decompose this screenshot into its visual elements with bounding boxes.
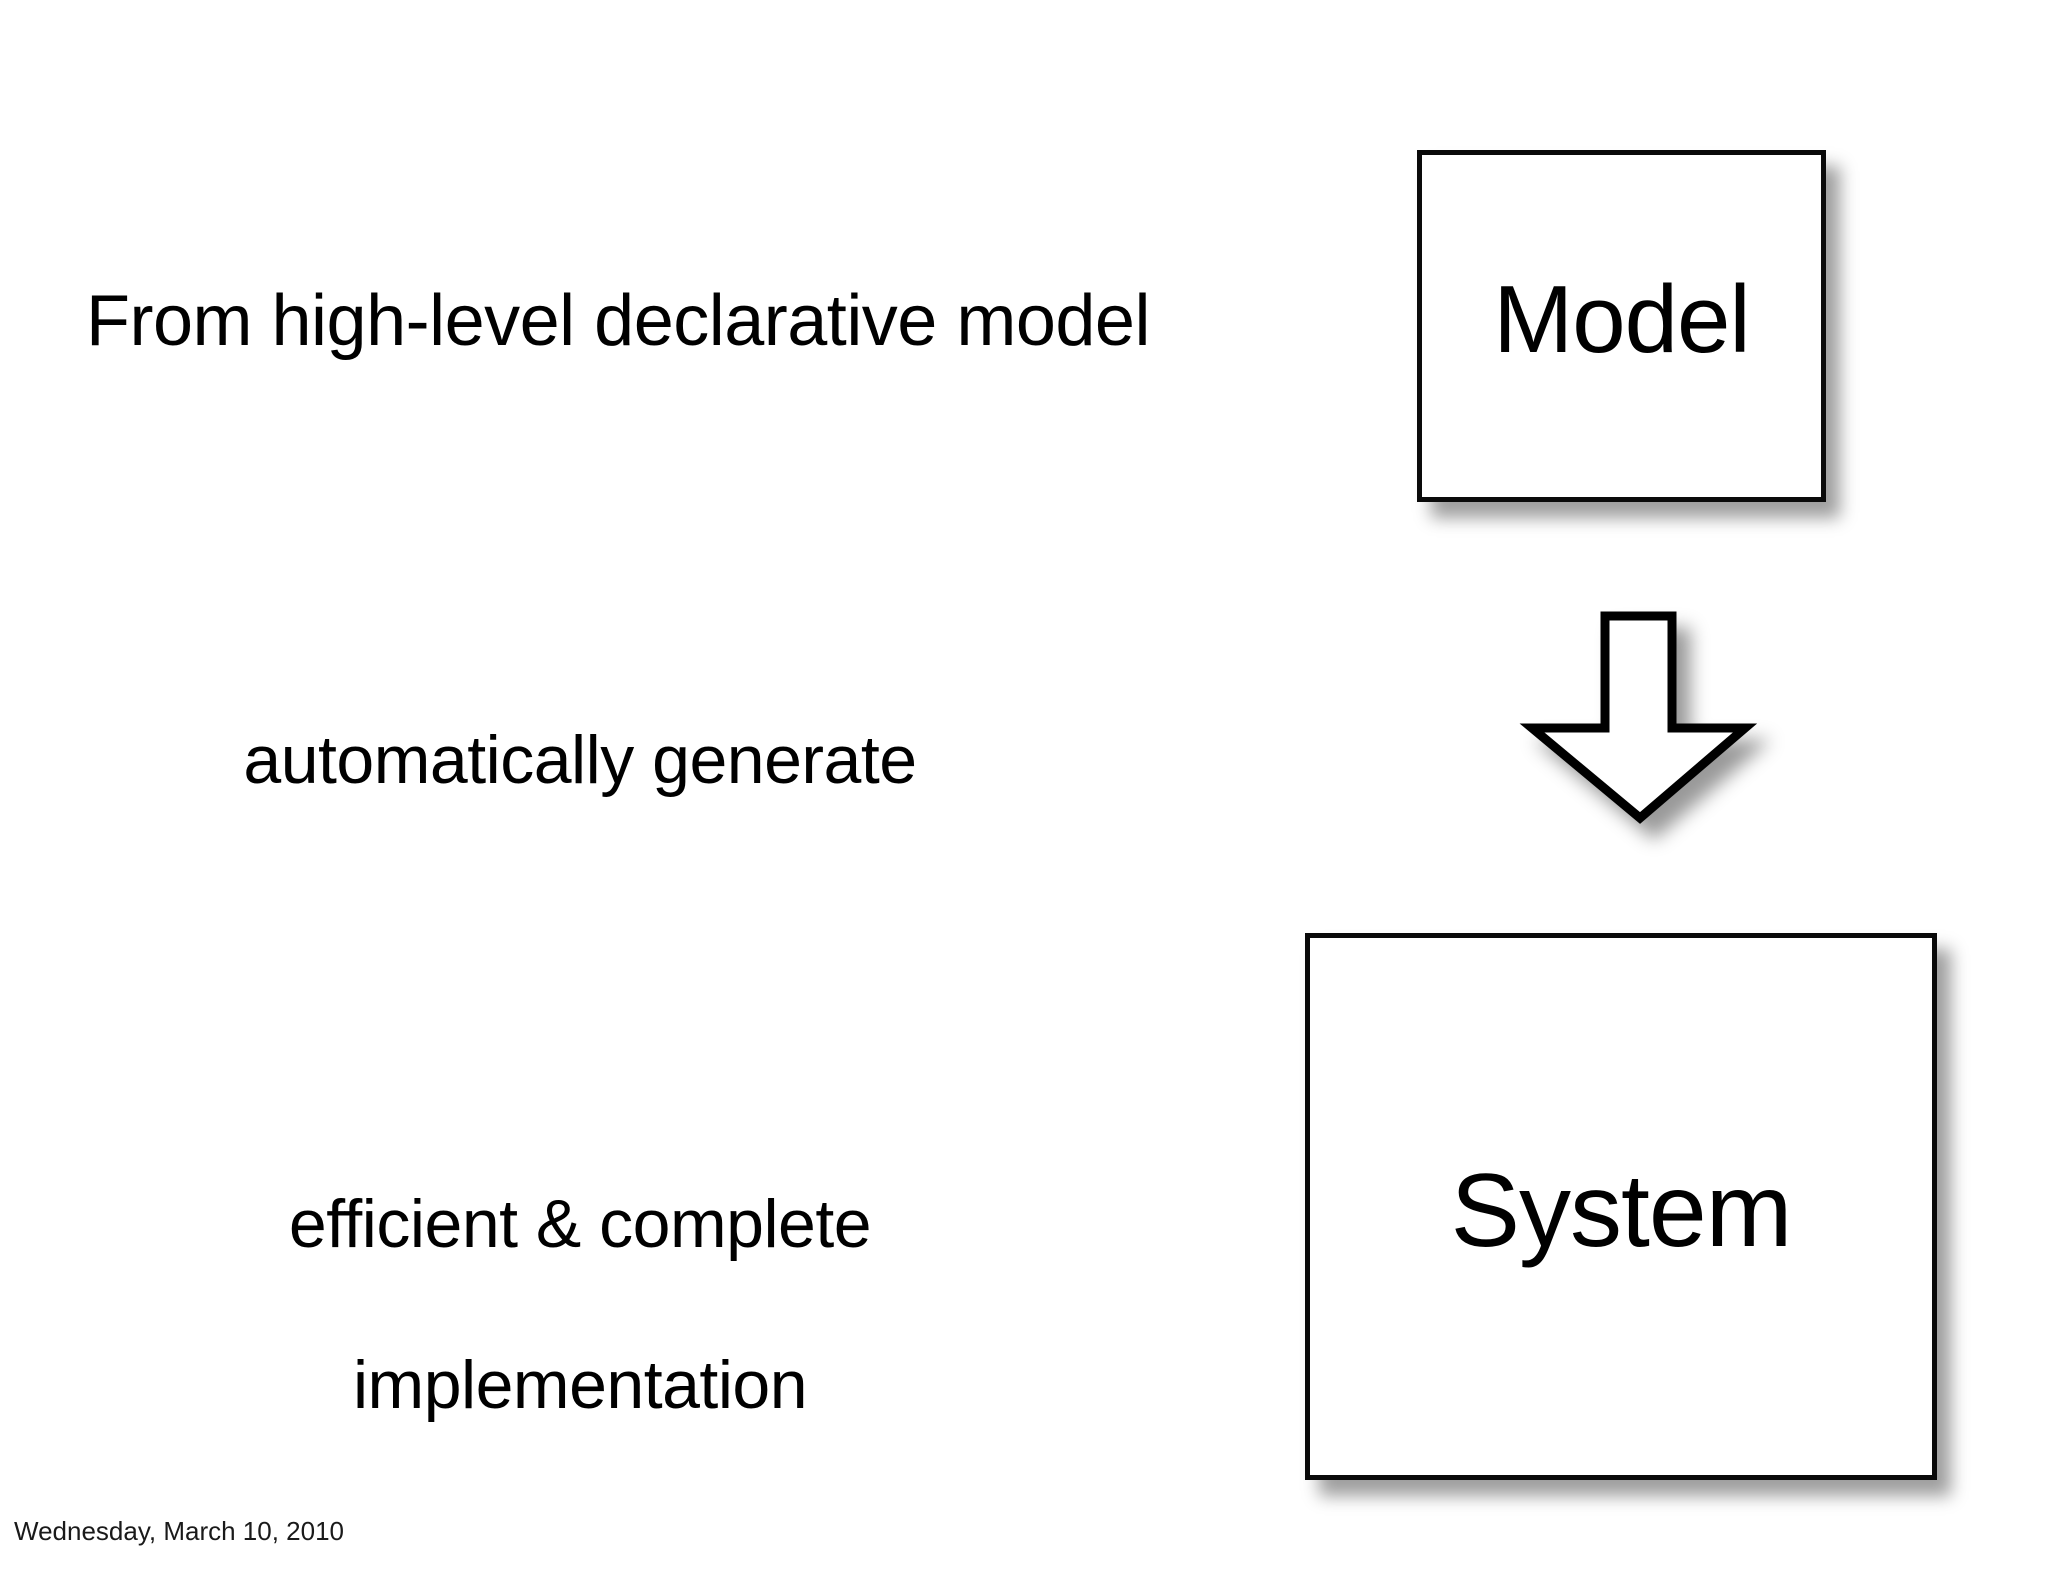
caption-efficient-complete-implementation: efficient & complete implementation (120, 1104, 1040, 1505)
node-box-system: System (1305, 933, 1937, 1480)
slide-footer-date: Wednesday, March 10, 2010 (14, 1516, 345, 1546)
down-arrow-icon (1512, 600, 1782, 850)
node-label-model: Model (1493, 266, 1750, 373)
caption-from-high-level-declarative-model: From high-level declarative model (86, 281, 1150, 361)
caption-line-efficient-complete: efficient & complete (288, 1186, 872, 1263)
caption-line-implementation: implementation (352, 1346, 808, 1423)
caption-automatically-generate: automatically generate (243, 722, 917, 798)
node-box-model: Model (1417, 150, 1826, 502)
node-label-system: System (1450, 1152, 1793, 1269)
